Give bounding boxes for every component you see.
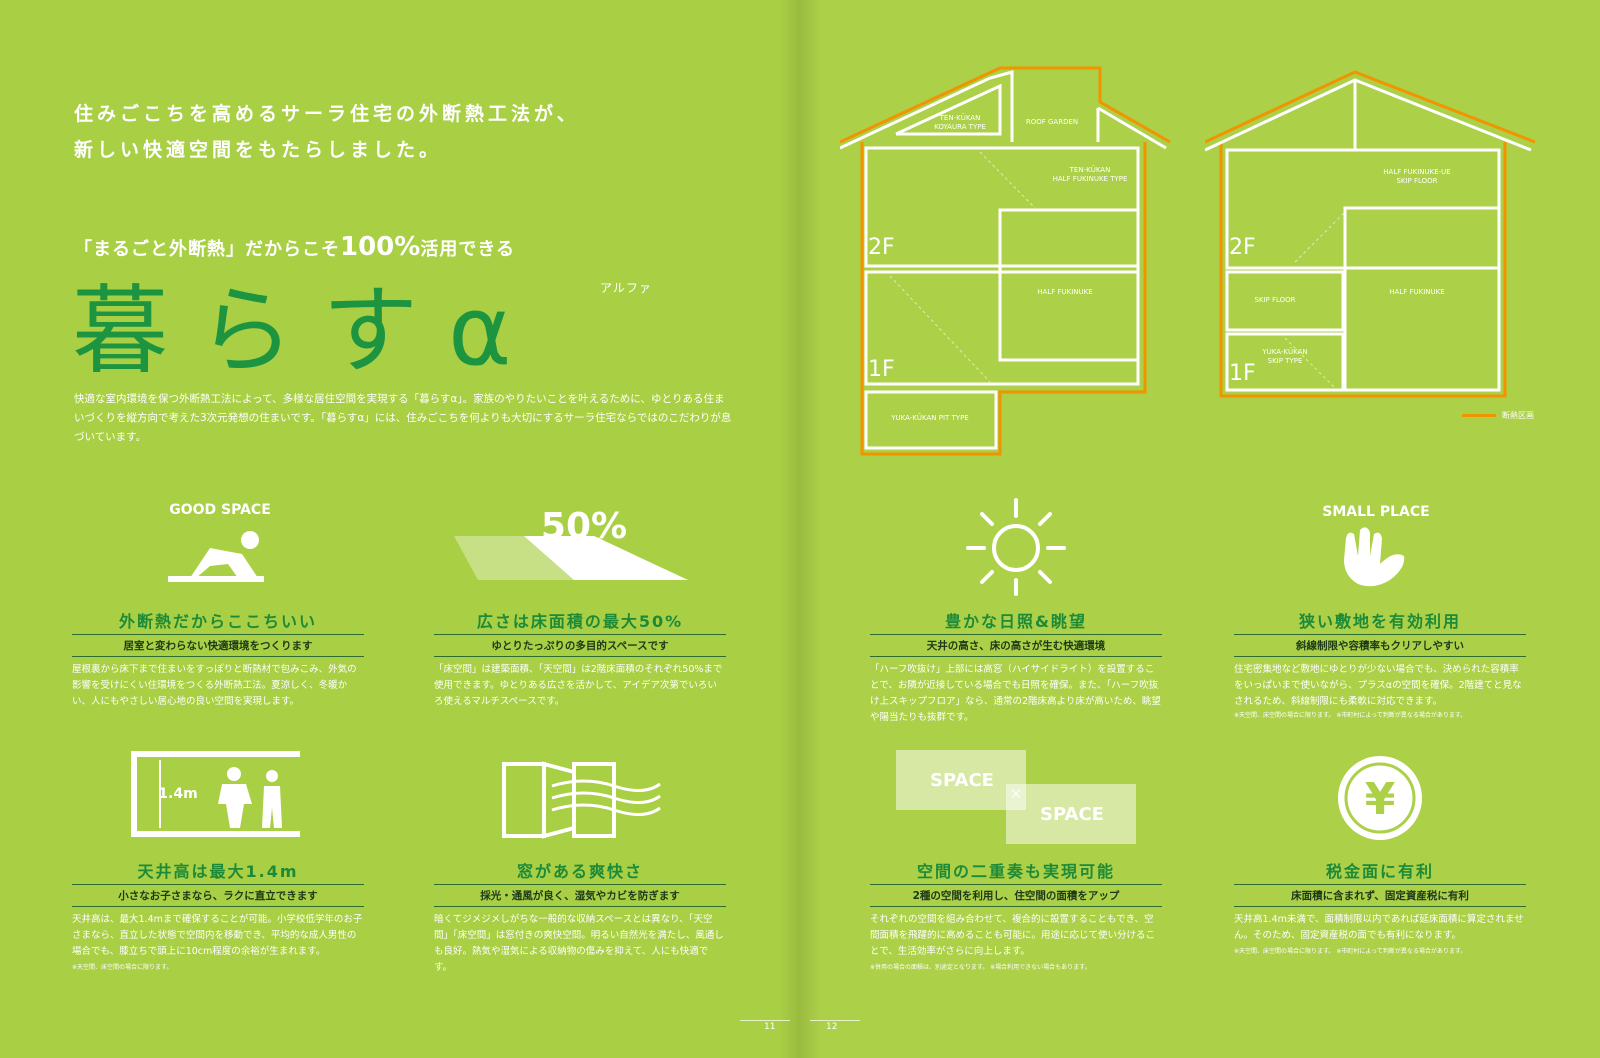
kurasu-alpha-logo: 暮らすα [72,275,732,387]
insulation-roof [1205,70,1536,144]
stair-2f [979,151,1036,209]
person-lying-icon: GOOD SPACE [168,502,271,582]
feature-subtitle: 天井の高さ、床の高さが生む快適環境 [926,640,1106,652]
right-page [800,0,1600,1058]
feature-title: 税金面に有利 [1325,862,1434,881]
floor-2-box [864,146,1140,268]
feature-body: 「ハーフ吹抜け」上部には高窓（ハイサイドライト）を設置することで、お隣が近接して… [870,664,1161,723]
roof-line [1205,78,1532,152]
height-label: 1.4m [158,786,197,802]
page-number-right: 12 [826,1022,838,1032]
times-icon: × [1010,786,1022,802]
feature-subtitle: 斜線制限や容積率もクリアしやすい [1296,640,1464,652]
label-1f: 1F [868,357,895,382]
page-gutter [780,0,820,1058]
pit-box [864,390,998,450]
feature-note: ※併用の場合の面積は、別途定となります。 ※場合利用できない場合もあります。 [870,964,1091,971]
feature-body: 暗くてジメジメしがちな一般的な収納スペースとは異なり、「天空間」「床空間」は窓付… [434,914,724,973]
stair-1f [889,275,991,383]
floor-1-box [864,270,1140,386]
legend-label: 断熱区画 [1502,411,1534,420]
feature-subtitle: ゆとりたっぷりの多目的スペースです [491,640,669,652]
yen-coin-icon: ¥ [1338,756,1422,840]
ceiling-height-icon: 1.4m [131,751,300,837]
feature-title: 天井高は最大1.4m [137,862,299,881]
legend: 断熱区画 [1462,410,1534,421]
ok-hand-icon: SMALL PLACE [1322,504,1430,587]
insulation-walls [1219,142,1507,398]
koyaura-box [895,83,1002,136]
feature-body: それぞれの空間を組み合わせて、複合的に設置することもでき、空間面積を飛躍的に高め… [870,914,1156,957]
feature-title: 窓がある爽快さ [516,862,643,881]
label-half-fukinuke: HALF FUKINUKE [1037,288,1092,296]
logo-mark: 暮らすα [72,275,541,387]
insulation-line-right [998,142,1147,454]
feature-subtitle: 小さなお子さまなら、ラクに直立できます [118,890,318,902]
feature-title: 豊かな日照&眺望 [945,612,1087,631]
feature-title: 狭い敷地を有効利用 [1298,612,1461,631]
subhead-part2: 活用できる [420,239,515,260]
intro-paragraph: 快適な室内環境を保つ外断熱工法によって、多様な居住空間を実現する「暮らすα」。家… [74,393,732,443]
label-pit-type: YUKA-KŪKAN PIT TYPE [890,413,968,422]
subhead-percent: 100% [340,232,421,262]
insulation-line-left [860,142,1002,456]
label-2f: 2F [1229,235,1256,260]
logo-text: 暮らすα [72,278,541,378]
feature-note: ※天空間、床空間の場合に限ります。 ※市町村によって判断が異なる場合があります。 [1234,712,1467,719]
insulation-line [840,66,1171,144]
roof-line-right [1097,106,1167,150]
feature-body: 住宅密集地など敷地にゆとりが少ない場合でも、決められた容積率をいっぱいまで使いな… [1234,664,1522,707]
sun-icon [966,498,1066,596]
feature-subtitle: 床面積に含まれず、固定資産税に有利 [1291,890,1469,902]
label-half-fukinuke: HALF FUKINUKE [1389,288,1444,296]
feature-subtitle: 居室と変わらない快適環境をつくります [123,640,313,652]
feature-subtitle: 採光・通風が良く、湿気やカビを防ぎます [480,890,680,902]
feature-body: 天井高は、最大1.4mまで確保することが可能。小学校低学年のお子さまなら、直立し… [72,914,363,957]
space-times-space-icon: SPACE × SPACE [896,750,1136,844]
yen-symbol: ¥ [1365,774,1396,825]
feature-body: 屋根裏から床下まで住まいをすっぽりと断熱材で包みこみ、外気の影響を受けにくい住環… [72,664,357,707]
roof-line [840,70,1014,150]
feature-title: 外断熱だからここちいい [118,612,317,631]
fukinuke-box [1343,206,1501,392]
space-label-2: SPACE [1040,804,1104,825]
page-number-left: 11 [764,1022,776,1032]
space-label-1: SPACE [930,770,994,791]
good-space-label: GOOD SPACE [169,502,271,518]
headline: 住みごこちを高めるサーラ住宅の外断熱工法が、 新しい快適空間をもたらしました。 [74,96,580,168]
subhead: 「まるごと外断熱」だからこそ100%活用できる [74,232,515,262]
feature-note: ※天空間、床空間の場合に限ります。 ※市町村によって判断が異なる場合があります。 [1234,948,1467,955]
feature-title: 空間の二重奏も実現可能 [916,862,1115,881]
label-roof-garden: ROOF GARDEN [1026,118,1078,126]
logo-ruby: アルファ [600,281,652,295]
fifty-percent-label: 50% [541,506,627,547]
feature-body: 「床空間」は建築面積、「天空間」は2階床面積のそれぞれ50%まで使用できます。ゆ… [434,664,723,707]
yuka-skip-box [1225,332,1345,392]
feature-subtitle: 2種の空間を利用し、住空間の面積をアップ [912,890,1120,902]
headline-line1: 住みごこちを高めるサーラ住宅の外断熱工法が、 [74,103,580,125]
stair-2f [1294,211,1346,263]
fukinuke-box [998,208,1140,362]
feature-body: 天井高1.4m未満で、面積制限以内であれば延床面積に算定されません。そのため、固… [1234,914,1524,941]
label-1f: 1F [1229,361,1256,386]
headline-line2: 新しい快適空間をもたらしました。 [74,139,443,161]
feature-note: ※天空間、床空間の場合に限ります。 [72,964,173,971]
window-breeze-icon [502,761,661,839]
floor-area-icon: 50% [454,506,688,580]
skip-floor-box [1225,270,1345,332]
label-2f: 2F [868,235,895,260]
legend-swatch [1462,414,1496,417]
subhead-part1: 「まるごと外断熱」だからこそ [74,239,340,260]
label-skip-floor: SKIP FLOOR [1254,296,1295,304]
small-place-label: SMALL PLACE [1322,504,1429,520]
feature-title: 広さは床面積の最大50% [476,612,684,631]
